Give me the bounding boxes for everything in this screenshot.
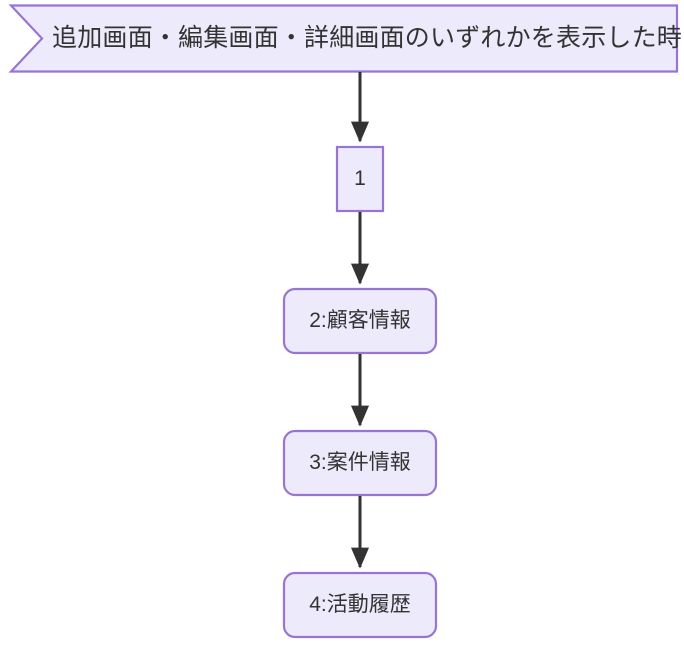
node-2[interactable] bbox=[283, 288, 437, 354]
node-2-shape[interactable] bbox=[282, 287, 438, 355]
node-3-shape[interactable] bbox=[282, 429, 438, 497]
node-4-shape[interactable] bbox=[282, 571, 438, 639]
banner-node[interactable] bbox=[10, 5, 678, 72]
banner-shape[interactable] bbox=[8, 4, 679, 73]
node-1[interactable] bbox=[336, 146, 384, 212]
node-1-shape[interactable] bbox=[335, 145, 385, 213]
node-3[interactable] bbox=[283, 430, 437, 496]
node-4[interactable] bbox=[283, 572, 437, 638]
